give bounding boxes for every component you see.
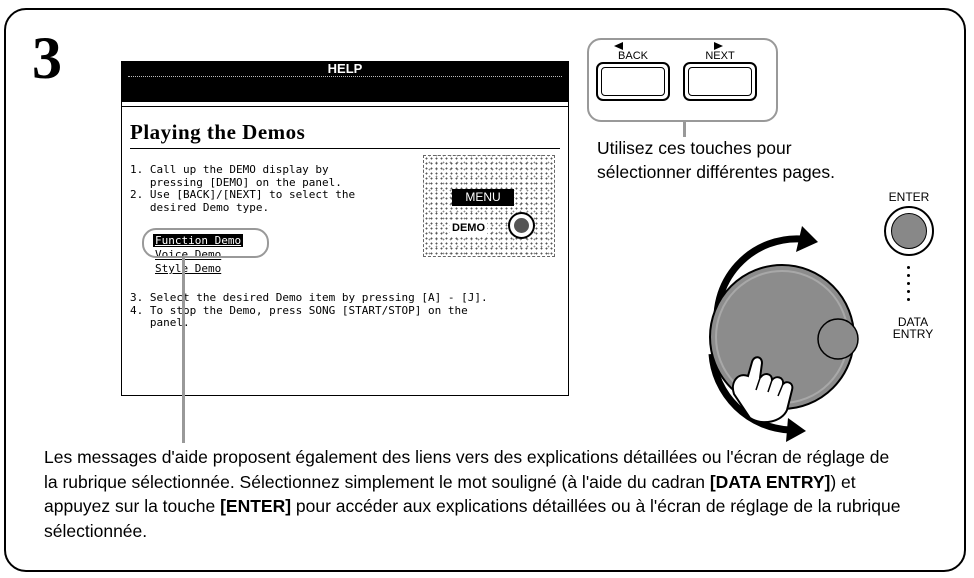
title-divider	[128, 76, 562, 77]
step-number: 3	[32, 25, 62, 91]
link-function-demo[interactable]: Function Demo	[153, 234, 244, 247]
demo-panel-illustration: MENU DEMO	[423, 155, 555, 257]
help-steps-bottom: 3. Select the desired Demo item by press…	[130, 291, 488, 329]
data-entry-key-ref: [DATA ENTRY]	[709, 471, 831, 492]
demo-label: DEMO	[450, 222, 487, 235]
back-label: BACK	[618, 50, 648, 62]
enter-callout-dots	[907, 266, 911, 306]
next-button[interactable]	[683, 62, 757, 101]
back-button-face	[601, 67, 665, 96]
help-steps-top: 1. Call up the DEMO display by pressing …	[130, 163, 356, 214]
description-text-3: pour accéder aux explications détaillées…	[44, 496, 901, 541]
rotate-arrowhead-top-icon	[796, 226, 818, 252]
rotate-arrow-bottom-icon	[708, 353, 791, 434]
button-callout-line	[683, 121, 686, 137]
description-text-2: ) et appuyez sur la touche	[44, 471, 856, 517]
next-arrow-icon	[714, 42, 723, 50]
selected-link-highlight	[142, 228, 269, 258]
description-text-1: Les messages d'aide proposent également …	[44, 447, 890, 492]
menu-label: MENU	[452, 189, 514, 206]
next-label: NEXT	[705, 50, 735, 62]
heading-rule	[130, 148, 560, 149]
help-screen: HELP Playing the Demos 1. Call up the DE…	[121, 61, 569, 396]
screen-divider	[122, 106, 568, 107]
description-paragraph: Les messages d'aide proposent également …	[44, 445, 904, 543]
hand-icon	[732, 356, 794, 424]
buttons-note: Utilisez ces touches pour sélectionner d…	[597, 138, 836, 182]
enter-label: ENTER	[888, 190, 930, 204]
help-title: HELP	[327, 61, 363, 76]
back-arrow-icon	[614, 42, 623, 50]
rotate-arrowhead-bottom-icon	[786, 418, 806, 442]
callout-line	[182, 256, 185, 443]
instruction-frame	[4, 8, 966, 572]
next-button-face	[688, 67, 752, 96]
back-button[interactable]	[596, 62, 670, 101]
help-heading: Playing the Demos	[130, 120, 306, 144]
data-entry-label: DATA ENTRY	[892, 315, 934, 341]
enter-button[interactable]	[884, 206, 934, 256]
demo-button-icon	[508, 212, 535, 239]
dial-finger-dimple	[817, 318, 859, 360]
help-title-bar: HELP	[122, 62, 568, 102]
enter-key-ref: [ENTER]	[220, 496, 292, 516]
link-style-demo[interactable]: Style Demo	[155, 262, 222, 275]
data-entry-dial-illustration	[708, 226, 859, 442]
back-next-group	[587, 38, 778, 122]
